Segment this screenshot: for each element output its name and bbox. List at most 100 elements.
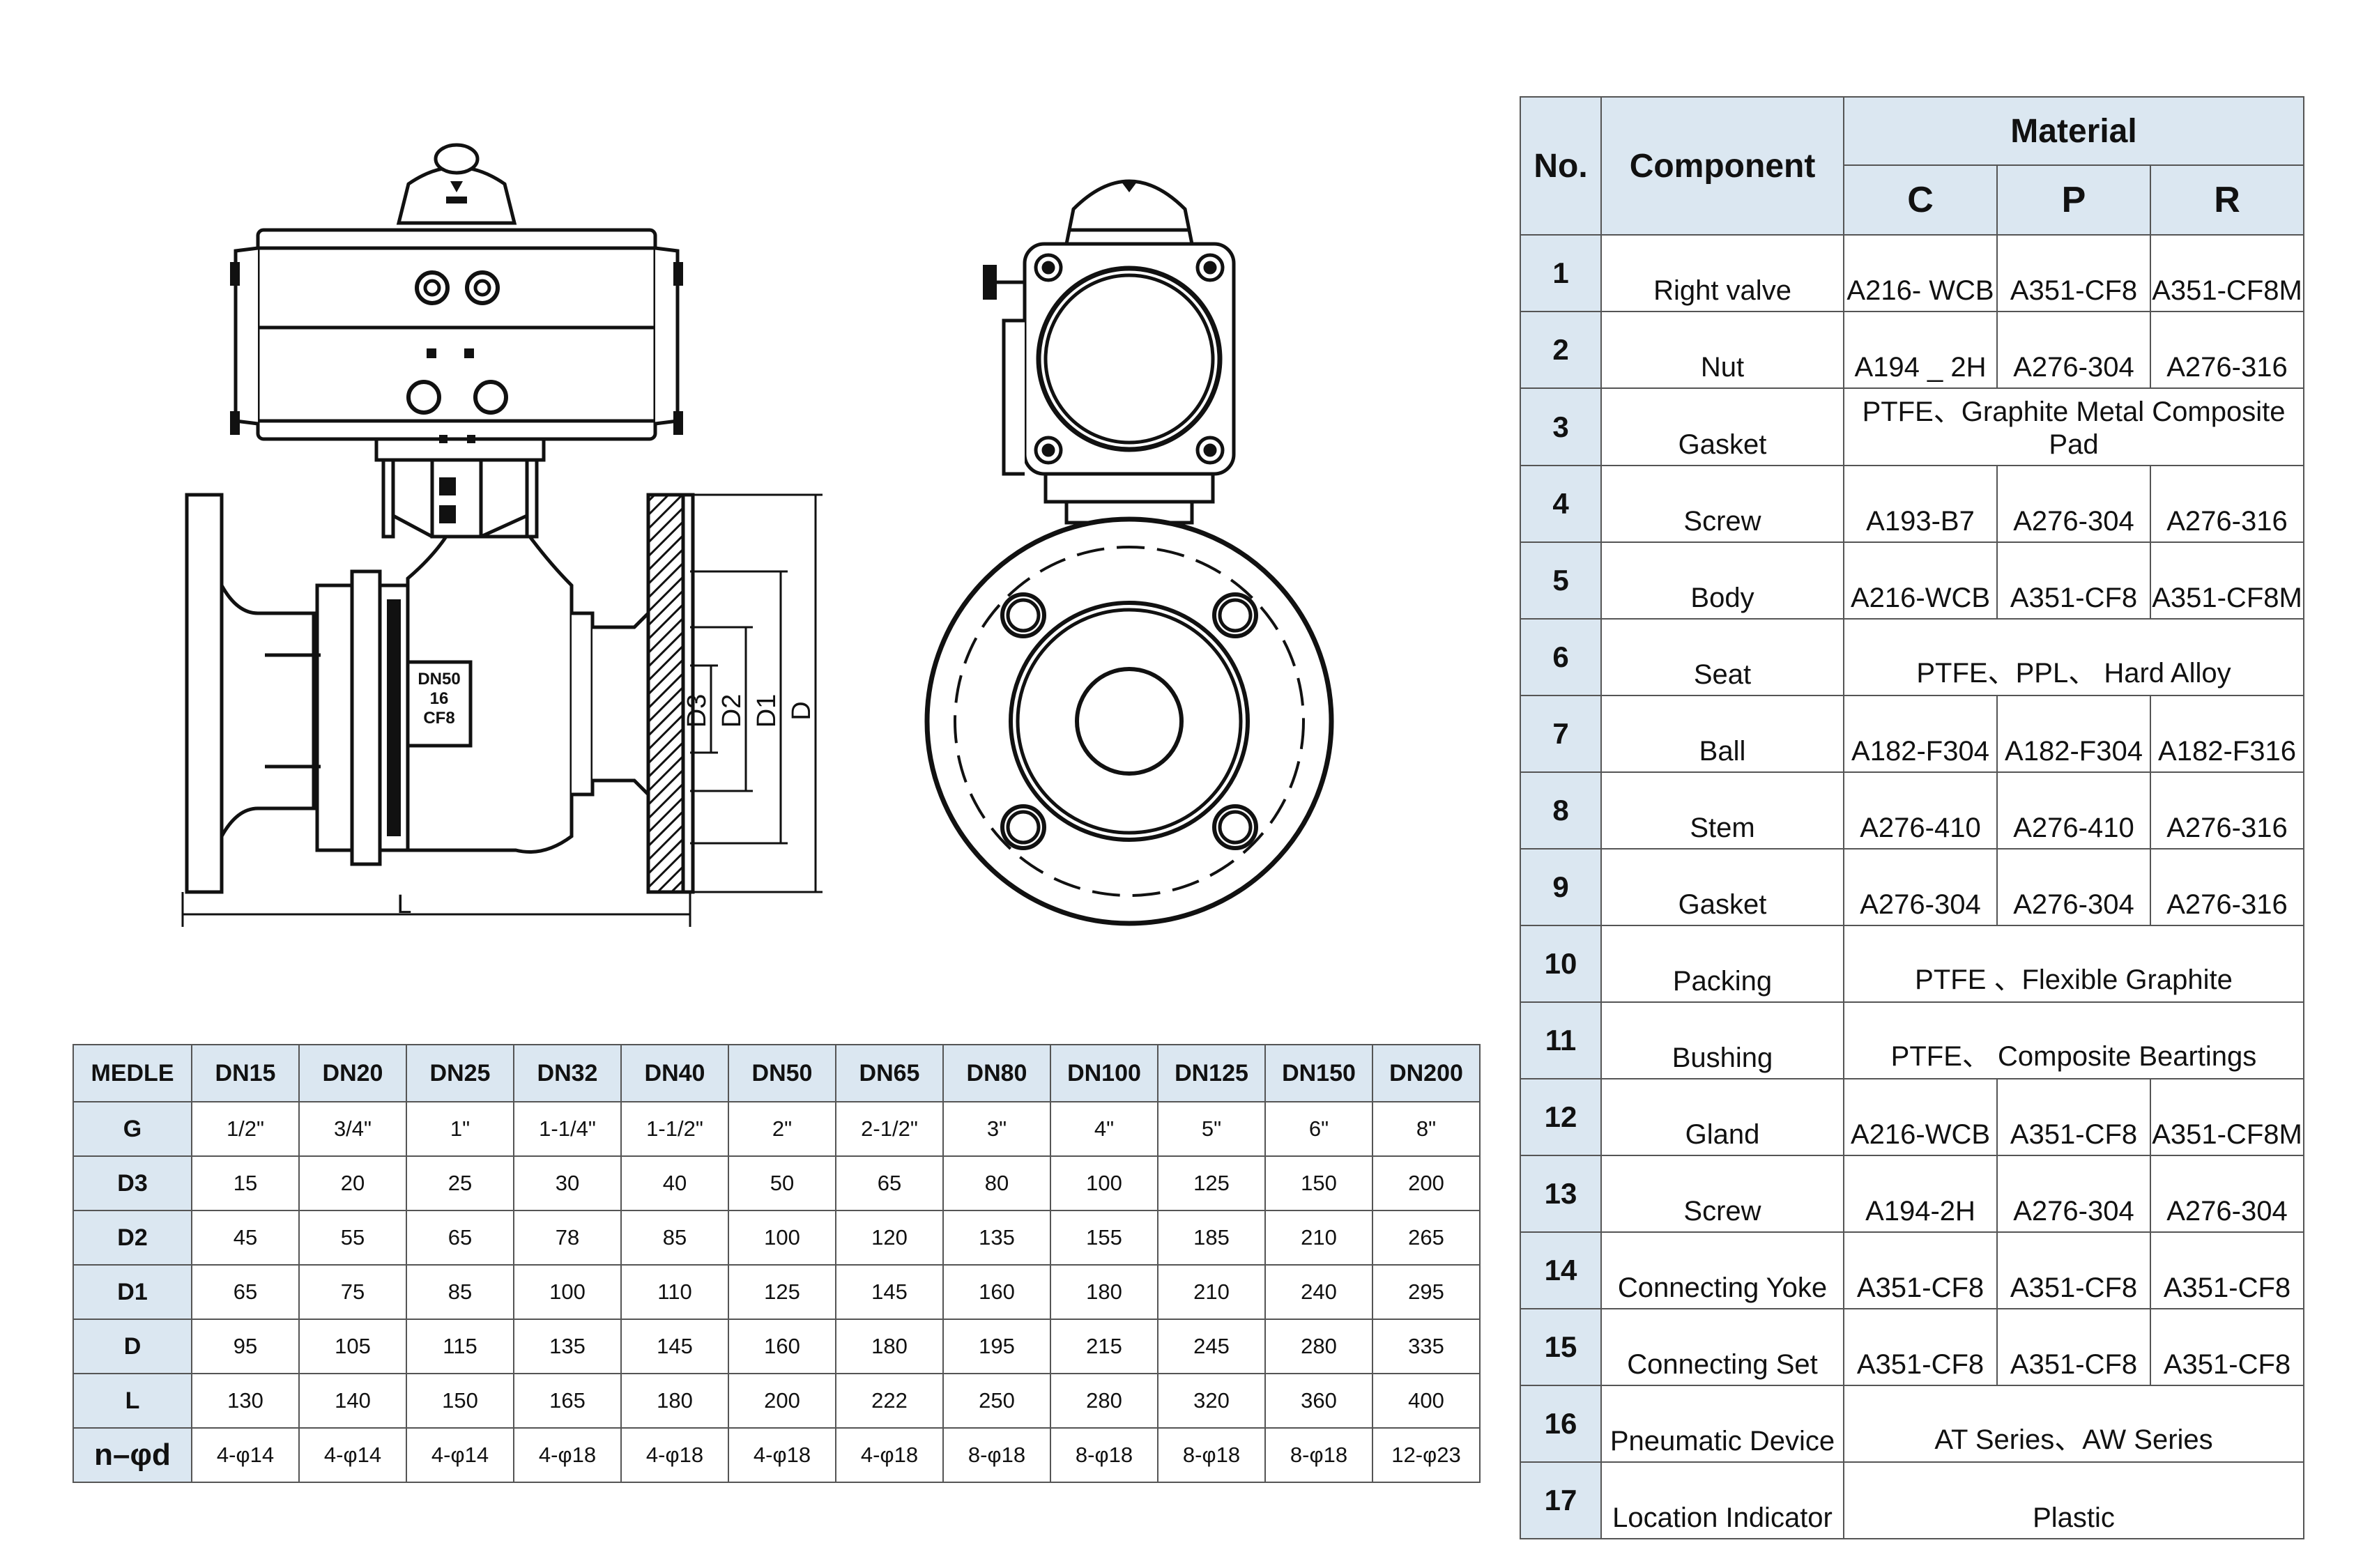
dimension-header-size: DN200 (1372, 1044, 1481, 1102)
dimension-cell: 180 (835, 1319, 944, 1374)
dimension-cell: 150 (1264, 1155, 1373, 1211)
material-row-spec-c: A276-304 (1843, 848, 1998, 926)
material-row-spec-p: A276-304 (1996, 311, 2151, 389)
dimension-cell: 210 (1157, 1264, 1266, 1320)
dimension-header-size: DN125 (1157, 1044, 1266, 1102)
header-no: No. (1520, 96, 1602, 236)
material-row-no: 17 (1520, 1461, 1602, 1539)
material-row-spec-r: A351-CF8 (2150, 1231, 2304, 1309)
dimension-cell: 78 (513, 1210, 622, 1266)
dimension-cell: 155 (1050, 1210, 1158, 1266)
dimension-cell: 80 (942, 1155, 1051, 1211)
dimension-cell: 222 (835, 1373, 944, 1429)
dimension-cell: 145 (835, 1264, 944, 1320)
material-row-spec-r: A182-F316 (2150, 695, 2304, 773)
dimension-header-size: DN50 (728, 1044, 836, 1102)
material-row-spec-p: A351-CF8 (1996, 1078, 2151, 1156)
dimension-cell: 45 (191, 1210, 300, 1266)
valve-body (185, 493, 695, 894)
header-component: Component (1600, 96, 1844, 236)
dimension-cell: 85 (406, 1264, 514, 1320)
dimension-header-model: MEDLE (72, 1044, 192, 1102)
material-row-spec-r: A276-316 (2150, 848, 2304, 926)
dimension-cell: 3/4" (298, 1101, 407, 1157)
dim-label-d: D (787, 701, 816, 720)
dimension-cell: 65 (835, 1155, 944, 1211)
flange-end-view (924, 516, 1334, 926)
material-row-spec-all: PTFE、 Composite Beartings (1843, 1001, 2304, 1079)
valve-technical-drawing: DN50 16 CF8 D3 D2 D1 D L (181, 143, 1334, 927)
header-grade-r: R (2150, 164, 2304, 236)
body-marking-pressure: 16 (430, 689, 449, 708)
material-row-spec-r: A351-CF8M (2150, 1078, 2304, 1156)
dimension-cell: 8-φ18 (1264, 1427, 1373, 1483)
dimension-cell: 115 (406, 1319, 514, 1374)
material-row-spec-p: A351-CF8 (1996, 1308, 2151, 1386)
dimension-cell: 135 (513, 1319, 622, 1374)
dimension-cell: 200 (1372, 1155, 1481, 1211)
dimension-cell: 185 (1157, 1210, 1266, 1266)
dimension-cell: 75 (298, 1264, 407, 1320)
dimension-cell: 4-φ18 (728, 1427, 836, 1483)
body-marking: DN50 16 CF8 (418, 670, 460, 728)
material-row-spec-all: Plastic (1843, 1461, 2304, 1539)
dimension-row-label: D3 (72, 1155, 192, 1211)
material-row-spec-c: A193-B7 (1843, 465, 1998, 543)
dimension-cell: 55 (298, 1210, 407, 1266)
material-row-no: 7 (1520, 695, 1602, 773)
dimension-cell: 4-φ18 (835, 1427, 944, 1483)
dimension-header-size: DN80 (942, 1044, 1051, 1102)
dimension-cell: 20 (298, 1155, 407, 1211)
material-row-no: 2 (1520, 311, 1602, 389)
dimension-row-label: L (72, 1373, 192, 1429)
dimension-row-label: n–φd (72, 1427, 192, 1483)
material-row-spec-r: A276-316 (2150, 465, 2304, 543)
dimension-header-size: DN40 (620, 1044, 729, 1102)
dimension-cell: 245 (1157, 1319, 1266, 1374)
dim-label-d3: D3 (682, 694, 712, 728)
dimension-cell: 30 (513, 1155, 622, 1211)
material-row-spec-p: A276-304 (1996, 465, 2151, 543)
header-material: Material (1843, 96, 2304, 166)
material-row-component: Gland (1600, 1078, 1844, 1156)
dimension-row-label: D1 (72, 1264, 192, 1320)
material-row-no: 13 (1520, 1155, 1602, 1233)
dimension-cell: 165 (513, 1373, 622, 1429)
material-row-no: 4 (1520, 465, 1602, 543)
dimension-cell: 5" (1157, 1101, 1266, 1157)
material-row-spec-c: A351-CF8 (1843, 1231, 1998, 1309)
dimension-cell: 180 (620, 1373, 729, 1429)
dimension-cell: 4-φ18 (513, 1427, 622, 1483)
dimension-cell: 145 (620, 1319, 729, 1374)
material-row-component: Connecting Set (1600, 1308, 1844, 1386)
dimension-cell: 1-1/2" (620, 1101, 729, 1157)
dimension-cell: 8" (1372, 1101, 1481, 1157)
dimension-row-label: D (72, 1319, 192, 1374)
front-position-indicator (1064, 179, 1195, 246)
dimension-cell: 4-φ14 (406, 1427, 514, 1483)
dim-label-d2: D2 (717, 694, 747, 728)
material-row-spec-c: A194-2H (1843, 1155, 1998, 1233)
dimension-lines (181, 493, 823, 927)
dimension-cell: 1/2" (191, 1101, 300, 1157)
material-row-spec-r: A351-CF8 (2150, 1308, 2304, 1386)
dimension-cell: 180 (1050, 1264, 1158, 1320)
dimension-cell: 50 (728, 1155, 836, 1211)
material-row-component: Seat (1600, 618, 1844, 696)
dimension-cell: 8-φ18 (1050, 1427, 1158, 1483)
body-marking-material: CF8 (423, 709, 454, 728)
dimension-cell: 110 (620, 1264, 729, 1320)
dimension-cell: 210 (1264, 1210, 1373, 1266)
